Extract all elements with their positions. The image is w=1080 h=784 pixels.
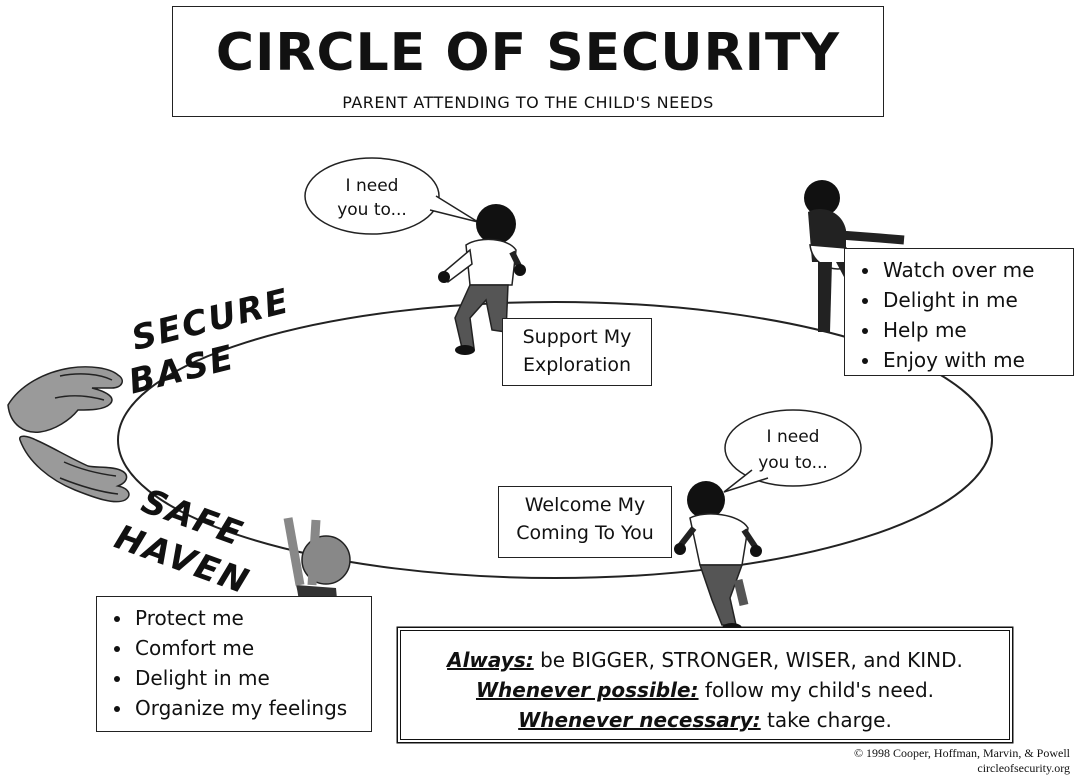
list-item: Protect me bbox=[133, 603, 361, 633]
parenting-principles-box: Always: be BIGGER, STRONGER, WISER, and … bbox=[400, 630, 1010, 740]
copyright-notice: © 1998 Cooper, Hoffman, Marvin, & Powell… bbox=[854, 746, 1070, 776]
child-climbing-figure bbox=[804, 180, 905, 332]
list-item: Delight in me bbox=[133, 663, 361, 693]
support-line2: Exploration bbox=[522, 354, 632, 376]
bubble-right-line1: I need bbox=[766, 427, 820, 447]
list-item: Enjoy with me bbox=[881, 345, 1063, 375]
safe-haven-needs-box: Protect me Comfort me Delight in me Orga… bbox=[96, 596, 372, 732]
safe-haven-needs-list: Protect me Comfort me Delight in me Orga… bbox=[97, 597, 371, 729]
copyright-website: circleofsecurity.org bbox=[977, 761, 1070, 775]
diagram-subtitle: PARENT ATTENDING TO THE CHILD'S NEEDS bbox=[342, 93, 714, 112]
child-returning-figure bbox=[674, 481, 762, 633]
principle-whenever-necessary: Whenever necessary: take charge. bbox=[518, 708, 892, 732]
diagram-title: CIRCLE OF SECURITY bbox=[215, 23, 841, 83]
copyright-line: © 1998 Cooper, Hoffman, Marvin, & Powell bbox=[853, 746, 1070, 760]
welcome-line1: Welcome My bbox=[524, 494, 646, 516]
welcome-coming-box: Welcome My Coming To You bbox=[498, 486, 672, 558]
secure-base-needs-box: Watch over me Delight in me Help me Enjo… bbox=[844, 248, 1074, 376]
principle-always: Always: be BIGGER, STRONGER, WISER, and … bbox=[447, 648, 963, 672]
security-circle bbox=[117, 301, 993, 579]
bubble-top-line1: I need bbox=[345, 176, 399, 196]
upper-hand-icon bbox=[7, 366, 123, 433]
speech-bubble-top bbox=[304, 157, 479, 235]
title-box: CIRCLE OF SECURITY PARENT ATTENDING TO T… bbox=[172, 6, 884, 117]
bubble-top-text: I need you to... bbox=[318, 174, 426, 222]
secure-base-needs-list: Watch over me Delight in me Help me Enjo… bbox=[845, 249, 1073, 381]
bubble-right-line2: you to... bbox=[758, 453, 828, 473]
lower-hand-icon bbox=[19, 435, 130, 503]
list-item: Comfort me bbox=[133, 633, 361, 663]
list-item: Help me bbox=[881, 315, 1063, 345]
bubble-right-text: I need you to... bbox=[738, 424, 848, 476]
list-item: Watch over me bbox=[881, 255, 1063, 285]
support-exploration-box: Support My Exploration bbox=[502, 318, 652, 386]
principle-whenever-possible: Whenever possible: follow my child's nee… bbox=[475, 678, 935, 702]
list-item: Delight in me bbox=[881, 285, 1063, 315]
support-line1: Support My bbox=[522, 326, 632, 348]
speech-bubble-right bbox=[723, 409, 862, 493]
bubble-top-line2: you to... bbox=[337, 200, 407, 220]
child-exploring-figure bbox=[438, 204, 526, 355]
welcome-line2: Coming To You bbox=[516, 522, 654, 544]
list-item: Organize my feelings bbox=[133, 693, 361, 723]
